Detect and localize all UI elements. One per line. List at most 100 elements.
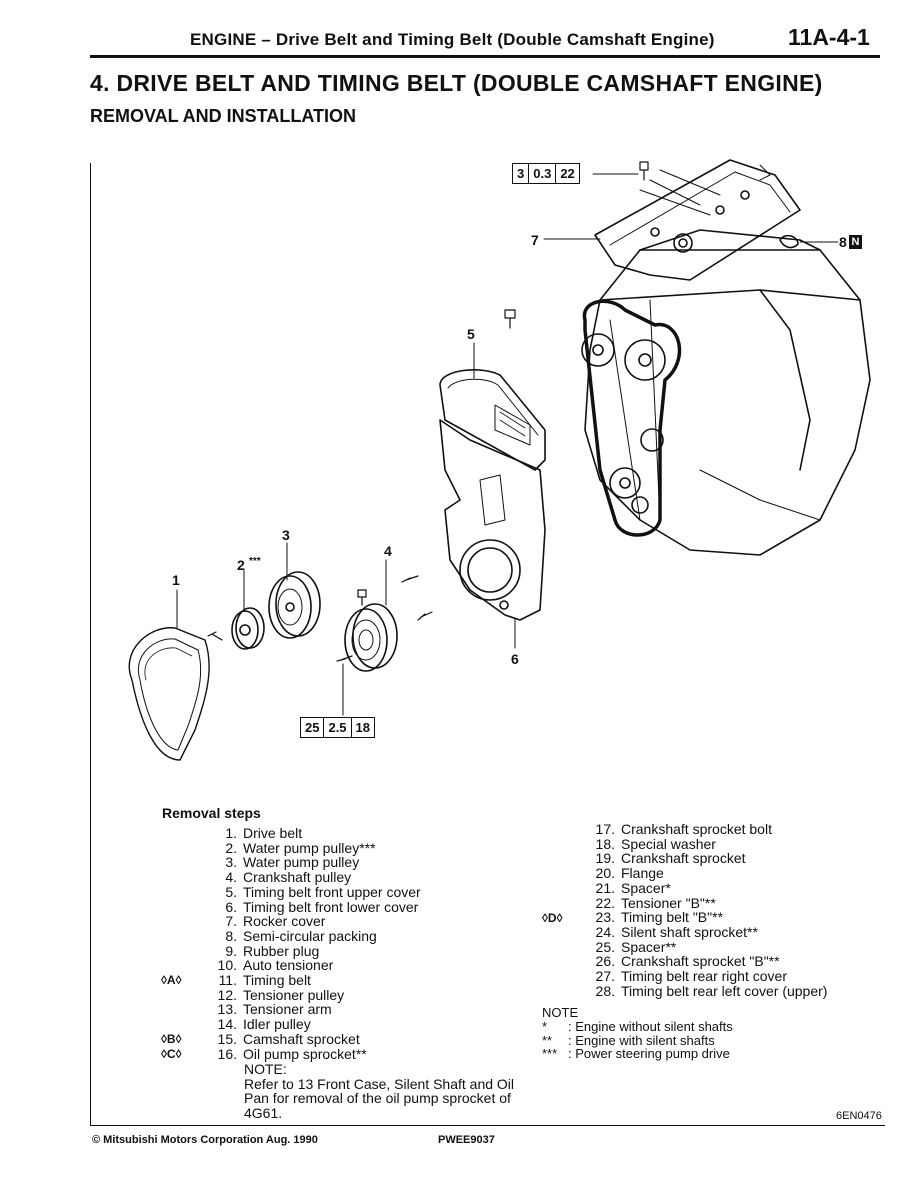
drive-belt-illustration (128, 627, 210, 761)
removal-step-item: 15.Camshaft sprocket (205, 1032, 421, 1047)
note-item: * : Engine without silent shafts (542, 1018, 733, 1034)
step-number: 21. (595, 879, 615, 896)
step-number: 13. (217, 1001, 237, 1018)
note-symbol: *** (542, 1046, 558, 1062)
upper-cover-illustration (439, 369, 546, 471)
lower-cover-illustration (439, 419, 546, 621)
crank-pulley-illustration (344, 603, 398, 672)
step-text: Water pump pulley*** (243, 839, 376, 856)
step-number: 28. (595, 982, 615, 999)
step-text: Rocker cover (243, 913, 326, 930)
step-text: Tensioner arm (243, 1001, 332, 1018)
note-line-1: Refer to 13 Front Case, Silent Shaft and… (244, 1075, 515, 1092)
step-text: Drive belt (243, 825, 303, 841)
page-header-title: ENGINE – Drive Belt and Timing Belt (Dou… (190, 30, 715, 49)
step-text: Camshaft sprocket (243, 1030, 360, 1047)
removal-step-item: 8. Semi-circular packing (205, 929, 421, 944)
step-text: Idler pulley (243, 1016, 311, 1033)
step-number: 1. (225, 825, 237, 841)
symbol-notes: NOTE *: Engine without silent shafts **:… (542, 1006, 733, 1061)
removal-step-item: 21. Spacer* (583, 881, 827, 896)
torque-spec-bottom: 25 2.5 18 (300, 717, 376, 738)
torque-nm: 25 (301, 718, 325, 737)
step-number: 16. (217, 1045, 237, 1062)
note-text: : Power steering pump drive (568, 1046, 730, 1062)
step-number: 25. (595, 938, 615, 955)
note-text: : Engine without silent shafts (568, 1018, 733, 1034)
step-number: 11. (218, 972, 237, 989)
torque-ftlbs: 18 (355, 720, 371, 735)
callout-5: 5 (467, 326, 475, 342)
callout-6: 6 (511, 651, 519, 667)
step-text: Crankshaft sprocket bolt (621, 821, 772, 837)
step-text: Rubber plug (243, 942, 320, 959)
torque-ftlbs: 22 (560, 166, 575, 181)
footer-copyright: © Mitsubishi Motors Corporation Aug. 199… (92, 1134, 318, 1146)
removal-step-item: 23.Timing belt "B"** (583, 910, 827, 925)
step-number: 19. (595, 850, 615, 867)
step-number: 26. (595, 953, 615, 970)
step-number: 22. (595, 894, 615, 911)
step-text: Tensioner "B"** (621, 894, 716, 911)
removal-step-item: 1. Drive belt (205, 826, 421, 841)
step-text: Silent shaft sprocket** (621, 923, 758, 940)
removal-step-item: 9.Rubber plug (205, 942, 421, 959)
step-number: 12. (217, 986, 237, 1003)
engine-block-illustration (581, 229, 871, 556)
step-text: Timing belt front upper cover (243, 883, 421, 900)
removal-step-item: 12. Tensioner pulley (205, 988, 421, 1003)
marker-a: ◊A◊ (161, 973, 182, 987)
note-line-3: 4G61. (244, 1105, 283, 1122)
removal-step-item: 7.Rocker cover (205, 914, 421, 929)
removal-step-item: 20.Flange (583, 866, 827, 881)
page-number: 11A-4-1 (788, 24, 870, 50)
note-item: **: Engine with silent shafts (542, 1033, 733, 1048)
torque-kgm: 2.5 (324, 718, 352, 737)
step-number: 23. (595, 909, 615, 926)
footer-code: PWEE9037 (438, 1134, 495, 1146)
callout-4: 4 (384, 543, 392, 559)
frame-bottom-rule (90, 1125, 885, 1126)
step-text: Timing belt front lower cover (243, 898, 419, 915)
removal-step-item: 2.Water pump pulley*** (205, 839, 421, 856)
step-text: Tensioner pulley (243, 986, 345, 1003)
step-text: Special washer (621, 835, 716, 852)
note-label: NOTE: (244, 1061, 287, 1077)
callout-1: 1 (172, 572, 180, 588)
torque-kgm: 0.3 (529, 164, 557, 183)
removal-step-item: 14. Idler pulley (205, 1017, 421, 1032)
removal-steps-heading: Removal steps (162, 805, 261, 821)
step-number: 14. (217, 1016, 237, 1033)
leader-lines (176, 173, 839, 716)
step-text: Spacer* (621, 879, 671, 896)
removal-note: NOTE: Refer to 13 Front Case, Silent Sha… (244, 1062, 514, 1121)
step-text: Spacer** (621, 938, 677, 955)
callout-8: 8 (839, 234, 847, 250)
step-text: Auto tensioner (243, 957, 334, 974)
step-text: Semi-circular packing (243, 927, 377, 944)
removal-step-item: 4.Crankshaft pulley (205, 870, 421, 885)
header-rule (90, 55, 880, 58)
callout-2: 2 (237, 557, 245, 573)
removal-step-item: 11.Timing belt (205, 973, 421, 988)
removal-step-item: 24.Silent shaft sprocket** (583, 925, 827, 940)
note-symbol: * (542, 1018, 548, 1034)
step-number: 17. (595, 821, 615, 837)
torque-spec-top: 3 0.3 22 (512, 163, 580, 184)
removal-step-item: 10. Auto tensioner (205, 958, 421, 973)
removal-step-item: 3.Water pump pulley (205, 855, 421, 870)
step-number: 8. (225, 927, 237, 944)
step-text: Crankshaft pulley (243, 869, 352, 886)
pulley-3-illustration (268, 571, 321, 639)
step-number: 10. (217, 957, 237, 974)
step-text: Crankshaft sprocket "B"** (621, 953, 780, 970)
section-title: 4. DRIVE BELT AND TIMING BELT (DOUBLE CA… (90, 70, 823, 96)
removal-step-item: 16.Oil pump sprocket** (205, 1045, 421, 1062)
removal-step-item: 13. Tensioner arm (205, 1002, 421, 1017)
callout-7: 7 (531, 232, 539, 248)
step-number: 3. (225, 854, 237, 871)
step-text: Timing belt rear right cover (621, 968, 787, 985)
step-number: 18. (595, 835, 615, 852)
step-text: Crankshaft sprocket (621, 850, 746, 867)
